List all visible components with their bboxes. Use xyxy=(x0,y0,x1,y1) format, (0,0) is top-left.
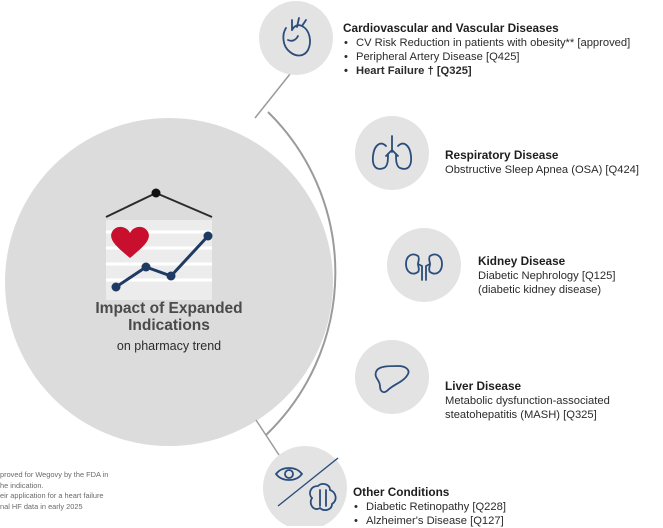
footnote-line: proved for Wegovy by the FDA in xyxy=(0,470,109,479)
other-icon-circle xyxy=(263,446,347,526)
brain-icon xyxy=(309,483,337,511)
footnote-line: he indication. xyxy=(0,480,44,490)
respiratory-detail: Obstructive Sleep Apnea (OSA) [Q424] xyxy=(445,164,640,176)
cardio-title: Cardiovascular and Vascular Diseases xyxy=(343,21,559,35)
footnotes: proved for Wegovy by the FDA in he indic… xyxy=(0,470,108,512)
footnote-line: nal HF data in early 2025 xyxy=(0,501,83,511)
kidneys-icon xyxy=(405,253,443,281)
respiratory-icon-circle xyxy=(355,116,429,190)
connector-liver xyxy=(255,419,280,456)
heart-anatomy-icon xyxy=(282,17,311,57)
center-title: Impact of Expanded Indications xyxy=(95,300,243,334)
other-item: Diabetic Retinopathy [Q228] xyxy=(353,500,506,514)
liver-icon xyxy=(374,365,410,393)
liver-detail-2: steatohepatitis (MASH) [Q325] xyxy=(445,409,597,421)
other-title: Other Conditions xyxy=(353,485,450,499)
kidney-title: Kidney Disease xyxy=(478,254,566,268)
heart-icon xyxy=(111,226,149,258)
respiratory-title: Respiratory Disease xyxy=(445,148,559,162)
liver-title: Liver Disease xyxy=(445,379,522,393)
kidney-detail: Diabetic Nephrology [Q125] xyxy=(478,270,616,282)
other-list: Diabetic Retinopathy [Q228] Alzheimer's … xyxy=(353,500,506,528)
kidney-detail-2: (diabetic kidney disease) xyxy=(478,284,602,296)
cardio-item: Heart Failure † [Q325] xyxy=(343,64,630,78)
cardio-item: CV Risk Reduction in patients with obesi… xyxy=(343,36,630,50)
center-subtitle: on pharmacy trend xyxy=(116,339,222,353)
liver-icon-circle xyxy=(355,340,429,414)
kidney-icon-circle xyxy=(387,228,461,302)
eye-icon xyxy=(274,467,304,481)
trend-chart-icon xyxy=(105,188,213,300)
cardio-list: CV Risk Reduction in patients with obesi… xyxy=(343,36,630,78)
icon-divider xyxy=(277,457,339,507)
footnote-line: eir application for a heart failure xyxy=(0,491,104,500)
lungs-icon xyxy=(371,135,413,170)
other-item: Alzheimer's Disease [Q127] xyxy=(353,514,506,528)
cardio-item: Peripheral Artery Disease [Q425] xyxy=(343,50,630,64)
orbit-arc xyxy=(265,111,337,436)
connector-cardio xyxy=(254,73,291,119)
liver-detail: Metabolic dysfunction-associated xyxy=(445,395,610,407)
